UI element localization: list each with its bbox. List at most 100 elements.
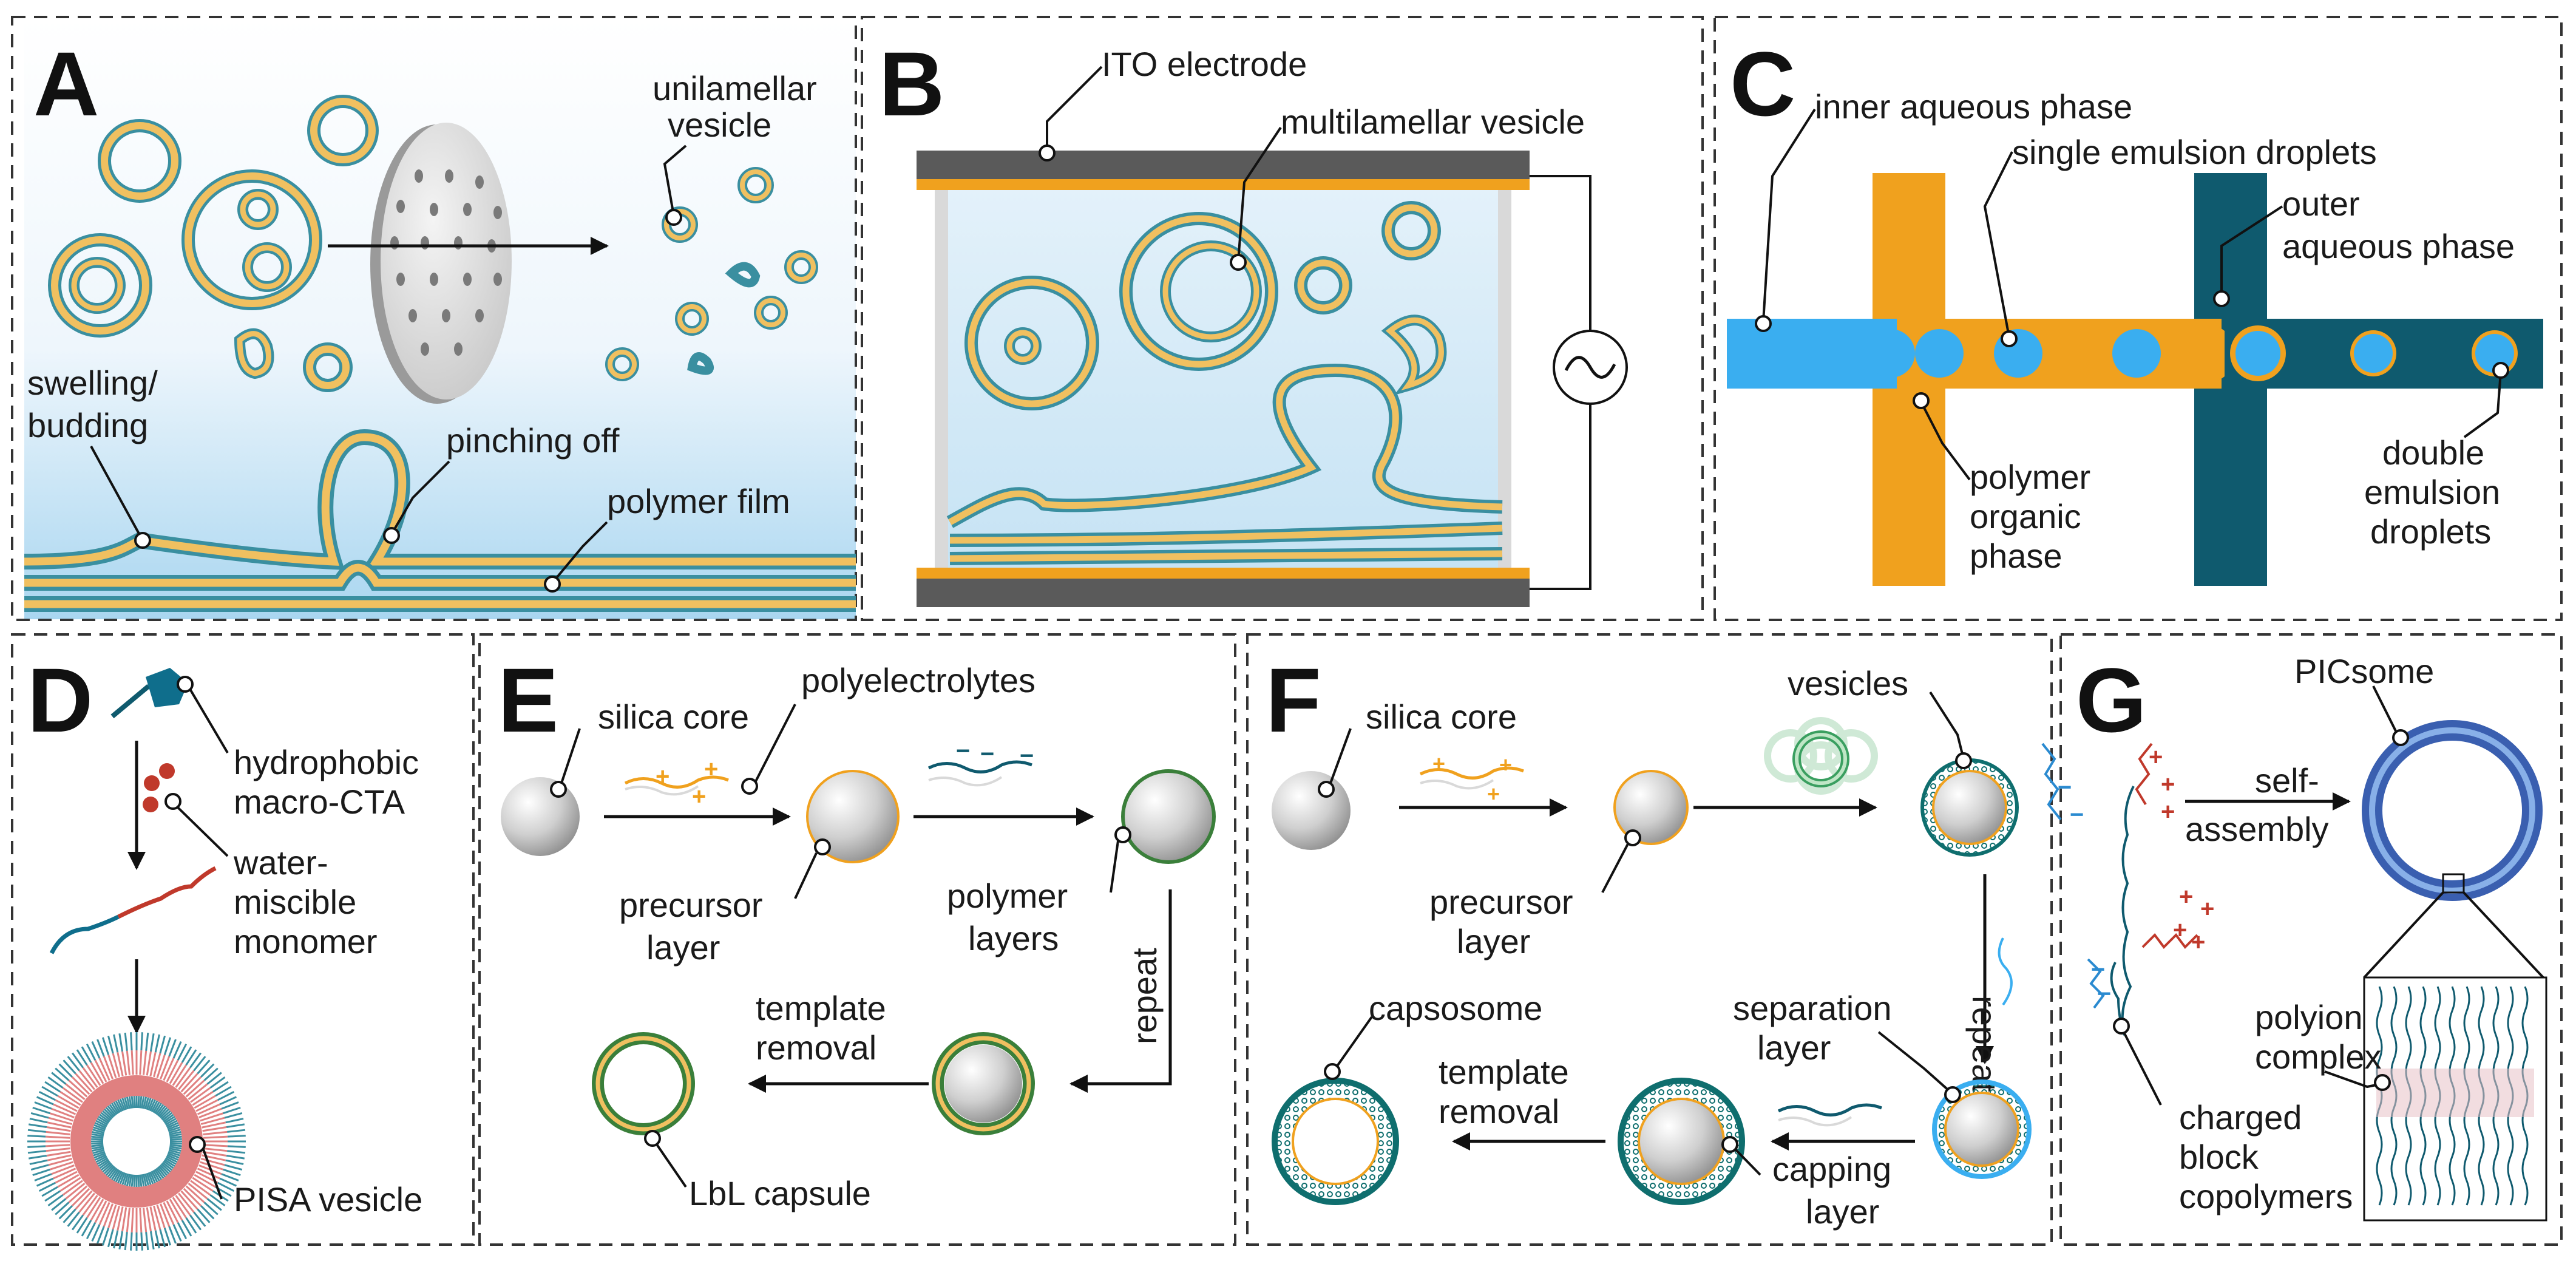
- svg-text:ITO electrode: ITO electrode: [1102, 45, 1307, 83]
- label-unilamellar: unilamellar vesicle: [652, 69, 817, 226]
- svg-text:capping: capping: [1772, 1150, 1891, 1188]
- svg-text:unilamellar: unilamellar: [652, 69, 817, 107]
- svg-text:PICsome: PICsome: [2294, 652, 2434, 690]
- panel-c-letter: C: [1730, 33, 1795, 135]
- svg-text:polyion: polyion: [2255, 998, 2362, 1036]
- filter-pore: [445, 169, 453, 183]
- f-vesicles-graphic: [1764, 717, 1878, 795]
- svg-text:+: +: [656, 763, 669, 790]
- label-e-template: template removal: [756, 989, 886, 1067]
- filter-pore: [463, 203, 472, 216]
- label-charged-copolymers: charged block copolymers: [2113, 1018, 2353, 1215]
- svg-text:layer: layer: [646, 928, 720, 967]
- svg-text:monomer: monomer: [234, 922, 378, 960]
- zoom-box: [2442, 873, 2465, 894]
- svg-text:+: +: [2191, 929, 2205, 956]
- svg-text:precursor: precursor: [619, 886, 763, 924]
- filter-pore: [396, 200, 405, 213]
- f-separation-polymer: [1998, 937, 2013, 1006]
- panel-e-frame: [478, 633, 1236, 1246]
- svg-text:+: +: [1499, 752, 1512, 777]
- svg-text:pinching off: pinching off: [446, 421, 620, 460]
- panel-b-frame: [861, 16, 1704, 621]
- svg-text:multilamellar vesicle: multilamellar vesicle: [1281, 103, 1585, 141]
- svg-text:separation: separation: [1733, 989, 1892, 1027]
- svg-text:removal: removal: [756, 1028, 876, 1067]
- filter-pore: [396, 273, 405, 286]
- label-ito-electrode: ITO electrode: [1039, 45, 1307, 161]
- label-swelling: swelling/ budding: [27, 364, 158, 549]
- f-capped-particle: [1618, 1078, 1745, 1205]
- svg-text:organic: organic: [1970, 497, 2081, 535]
- filter-pore: [415, 169, 423, 183]
- svg-text:−: −: [980, 741, 994, 767]
- diblock-chain: [49, 866, 217, 954]
- f-silica-core: [1272, 771, 1351, 850]
- svg-text:complex: complex: [2255, 1038, 2382, 1076]
- filter-pore: [454, 236, 463, 250]
- svg-text:−: −: [2058, 774, 2072, 801]
- svg-text:capsosome: capsosome: [1369, 989, 1542, 1027]
- svg-text:removal: removal: [1439, 1092, 1559, 1130]
- svg-text:swelling/: swelling/: [27, 364, 158, 402]
- filter-pore: [390, 236, 399, 250]
- filter-pore: [430, 203, 438, 216]
- filter-pore: [463, 273, 472, 286]
- label-f-separation: separation layer: [1733, 989, 1961, 1103]
- filter-pore: [421, 236, 429, 250]
- svg-text:block: block: [2179, 1138, 2259, 1176]
- svg-text:polymer: polymer: [1970, 458, 2090, 496]
- svg-text:budding: budding: [27, 406, 148, 444]
- extrusion-filter: [370, 123, 512, 404]
- polyion-zoom: [2363, 976, 2547, 1222]
- panel-e: E + + + − − − repeat: [478, 633, 1236, 1246]
- svg-text:inner aqueous phase: inner aqueous phase: [1815, 87, 2132, 126]
- svg-text:miscible: miscible: [234, 883, 356, 921]
- svg-text:+: +: [2200, 896, 2214, 922]
- label-single-emulsion: single emulsion droplets: [1983, 133, 2377, 347]
- svg-text:polymer: polymer: [947, 877, 1068, 915]
- label-e-polyelectrolytes: polyelectrolytes: [741, 661, 1035, 795]
- f-capping-polymer: [1777, 1103, 1882, 1127]
- svg-text:precursor: precursor: [1429, 883, 1573, 921]
- label-f-capsosome: capsosome: [1324, 989, 1542, 1080]
- svg-text:vesicles: vesicles: [1788, 664, 1908, 702]
- label-pinching: pinching off: [383, 421, 620, 544]
- panel-b-letter: B: [879, 33, 944, 135]
- svg-text:outer: outer: [2282, 185, 2360, 223]
- panel-a-frame: [11, 16, 857, 621]
- svg-text:−: −: [2070, 801, 2084, 828]
- f-separated-particle: [1932, 1079, 2032, 1179]
- svg-text:aqueous phase: aqueous phase: [2282, 227, 2515, 265]
- label-macro-cta: hydrophobic macro-CTA: [177, 676, 419, 821]
- svg-text:droplets: droplets: [2370, 512, 2491, 551]
- label-pisa: PISA vesicle: [189, 1136, 422, 1219]
- polymer-film: [24, 429, 856, 612]
- svg-text:layer: layer: [1806, 1192, 1879, 1231]
- f-vesicle-coated: [1920, 758, 2019, 857]
- label-e-precursor: precursor layer: [619, 838, 831, 967]
- panel-d-frame: [11, 633, 475, 1246]
- panel-f-frame: [1246, 633, 2053, 1246]
- e-lbl-capsule: [592, 1032, 695, 1135]
- panel-b-vesicles: [964, 201, 1447, 410]
- svg-text:+: +: [1487, 781, 1500, 806]
- filter-pore: [493, 206, 502, 219]
- svg-text:self-: self-: [2255, 761, 2319, 800]
- svg-text:macro-CTA: macro-CTA: [234, 783, 405, 821]
- label-f-capping: capping layer: [1721, 1136, 1891, 1231]
- svg-text:+: +: [2161, 771, 2175, 798]
- panel-a-vesicles-left: [48, 95, 379, 392]
- svg-text:template: template: [1439, 1053, 1569, 1091]
- filter-pore: [421, 342, 429, 356]
- label-monomer: water- miscible monomer: [164, 793, 378, 960]
- e-polymer-layers: [1121, 769, 1216, 864]
- label-organic-phase: polymer organic phase: [1913, 392, 2090, 575]
- svg-text:+: +: [2173, 917, 2187, 943]
- svg-text:−: −: [956, 738, 970, 764]
- svg-text:emulsion: emulsion: [2364, 473, 2500, 511]
- f-capsosome-graphic: [1272, 1078, 1399, 1205]
- svg-text:charged: charged: [2179, 1098, 2302, 1137]
- f-polycation: + + +: [1419, 751, 1524, 806]
- svg-text:silica core: silica core: [1366, 698, 1517, 736]
